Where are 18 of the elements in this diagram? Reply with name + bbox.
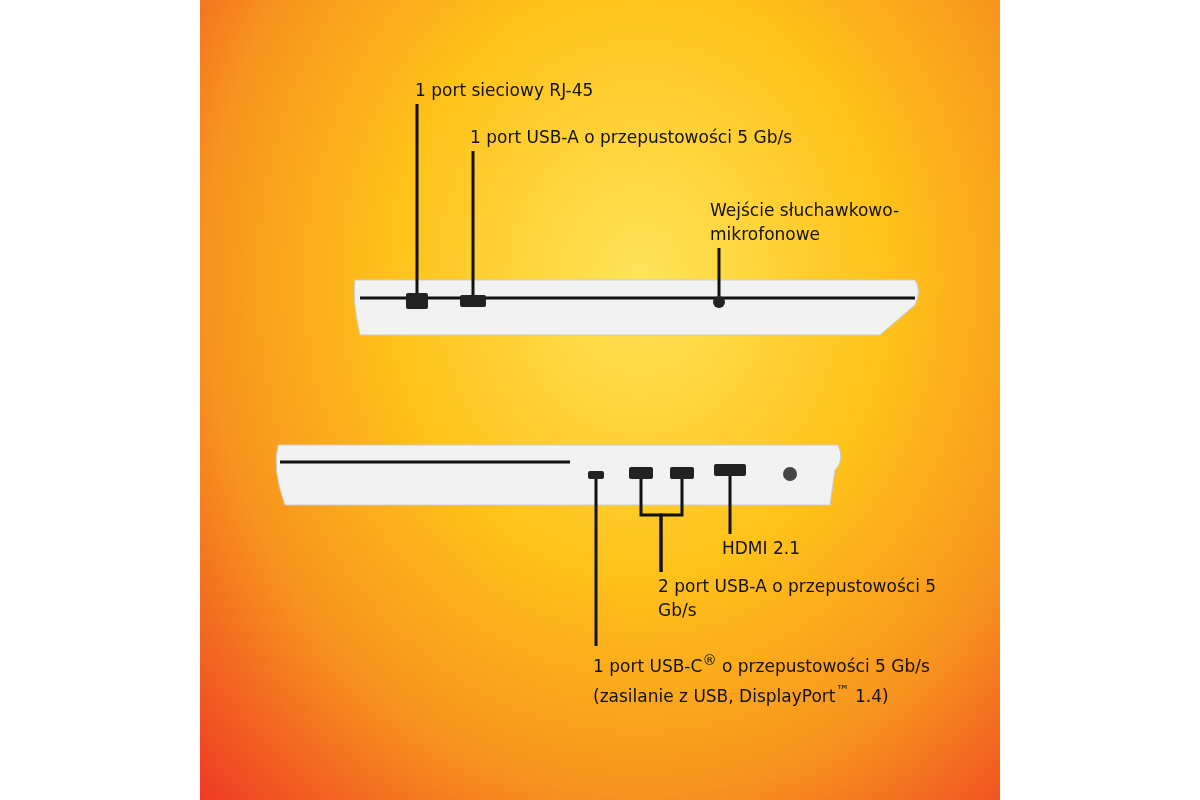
callout-text: Wejście słuchawkowo-mikrofonowe (710, 198, 980, 246)
network-port (406, 293, 428, 309)
leader-line (659, 479, 684, 572)
leader-line (415, 104, 419, 293)
callout-text: 2 port USB-A o przepustowości 5 Gb/s (658, 574, 958, 622)
usb-port (670, 467, 694, 479)
leader-line (728, 476, 732, 534)
callout-text: HDMI 2.1 (722, 536, 842, 560)
hdmi-port (714, 464, 746, 476)
callout-text: 1 port sieciowy RJ-45 (415, 78, 675, 102)
callout-text: 1 port USB-C$^{®}$ o przepustowości 5 Gb/s (zasilanie z USB, DisplayPort$^{™}$ 1.4) (593, 648, 953, 708)
leader-line (471, 151, 475, 295)
usb-port (629, 467, 653, 479)
leader-line (717, 248, 721, 296)
usb-c-port (588, 471, 604, 479)
callout-text: 1 port USB-A o przepustowości 5 Gb/s (470, 125, 800, 149)
leader-line (594, 479, 598, 646)
usb-port (460, 295, 486, 307)
